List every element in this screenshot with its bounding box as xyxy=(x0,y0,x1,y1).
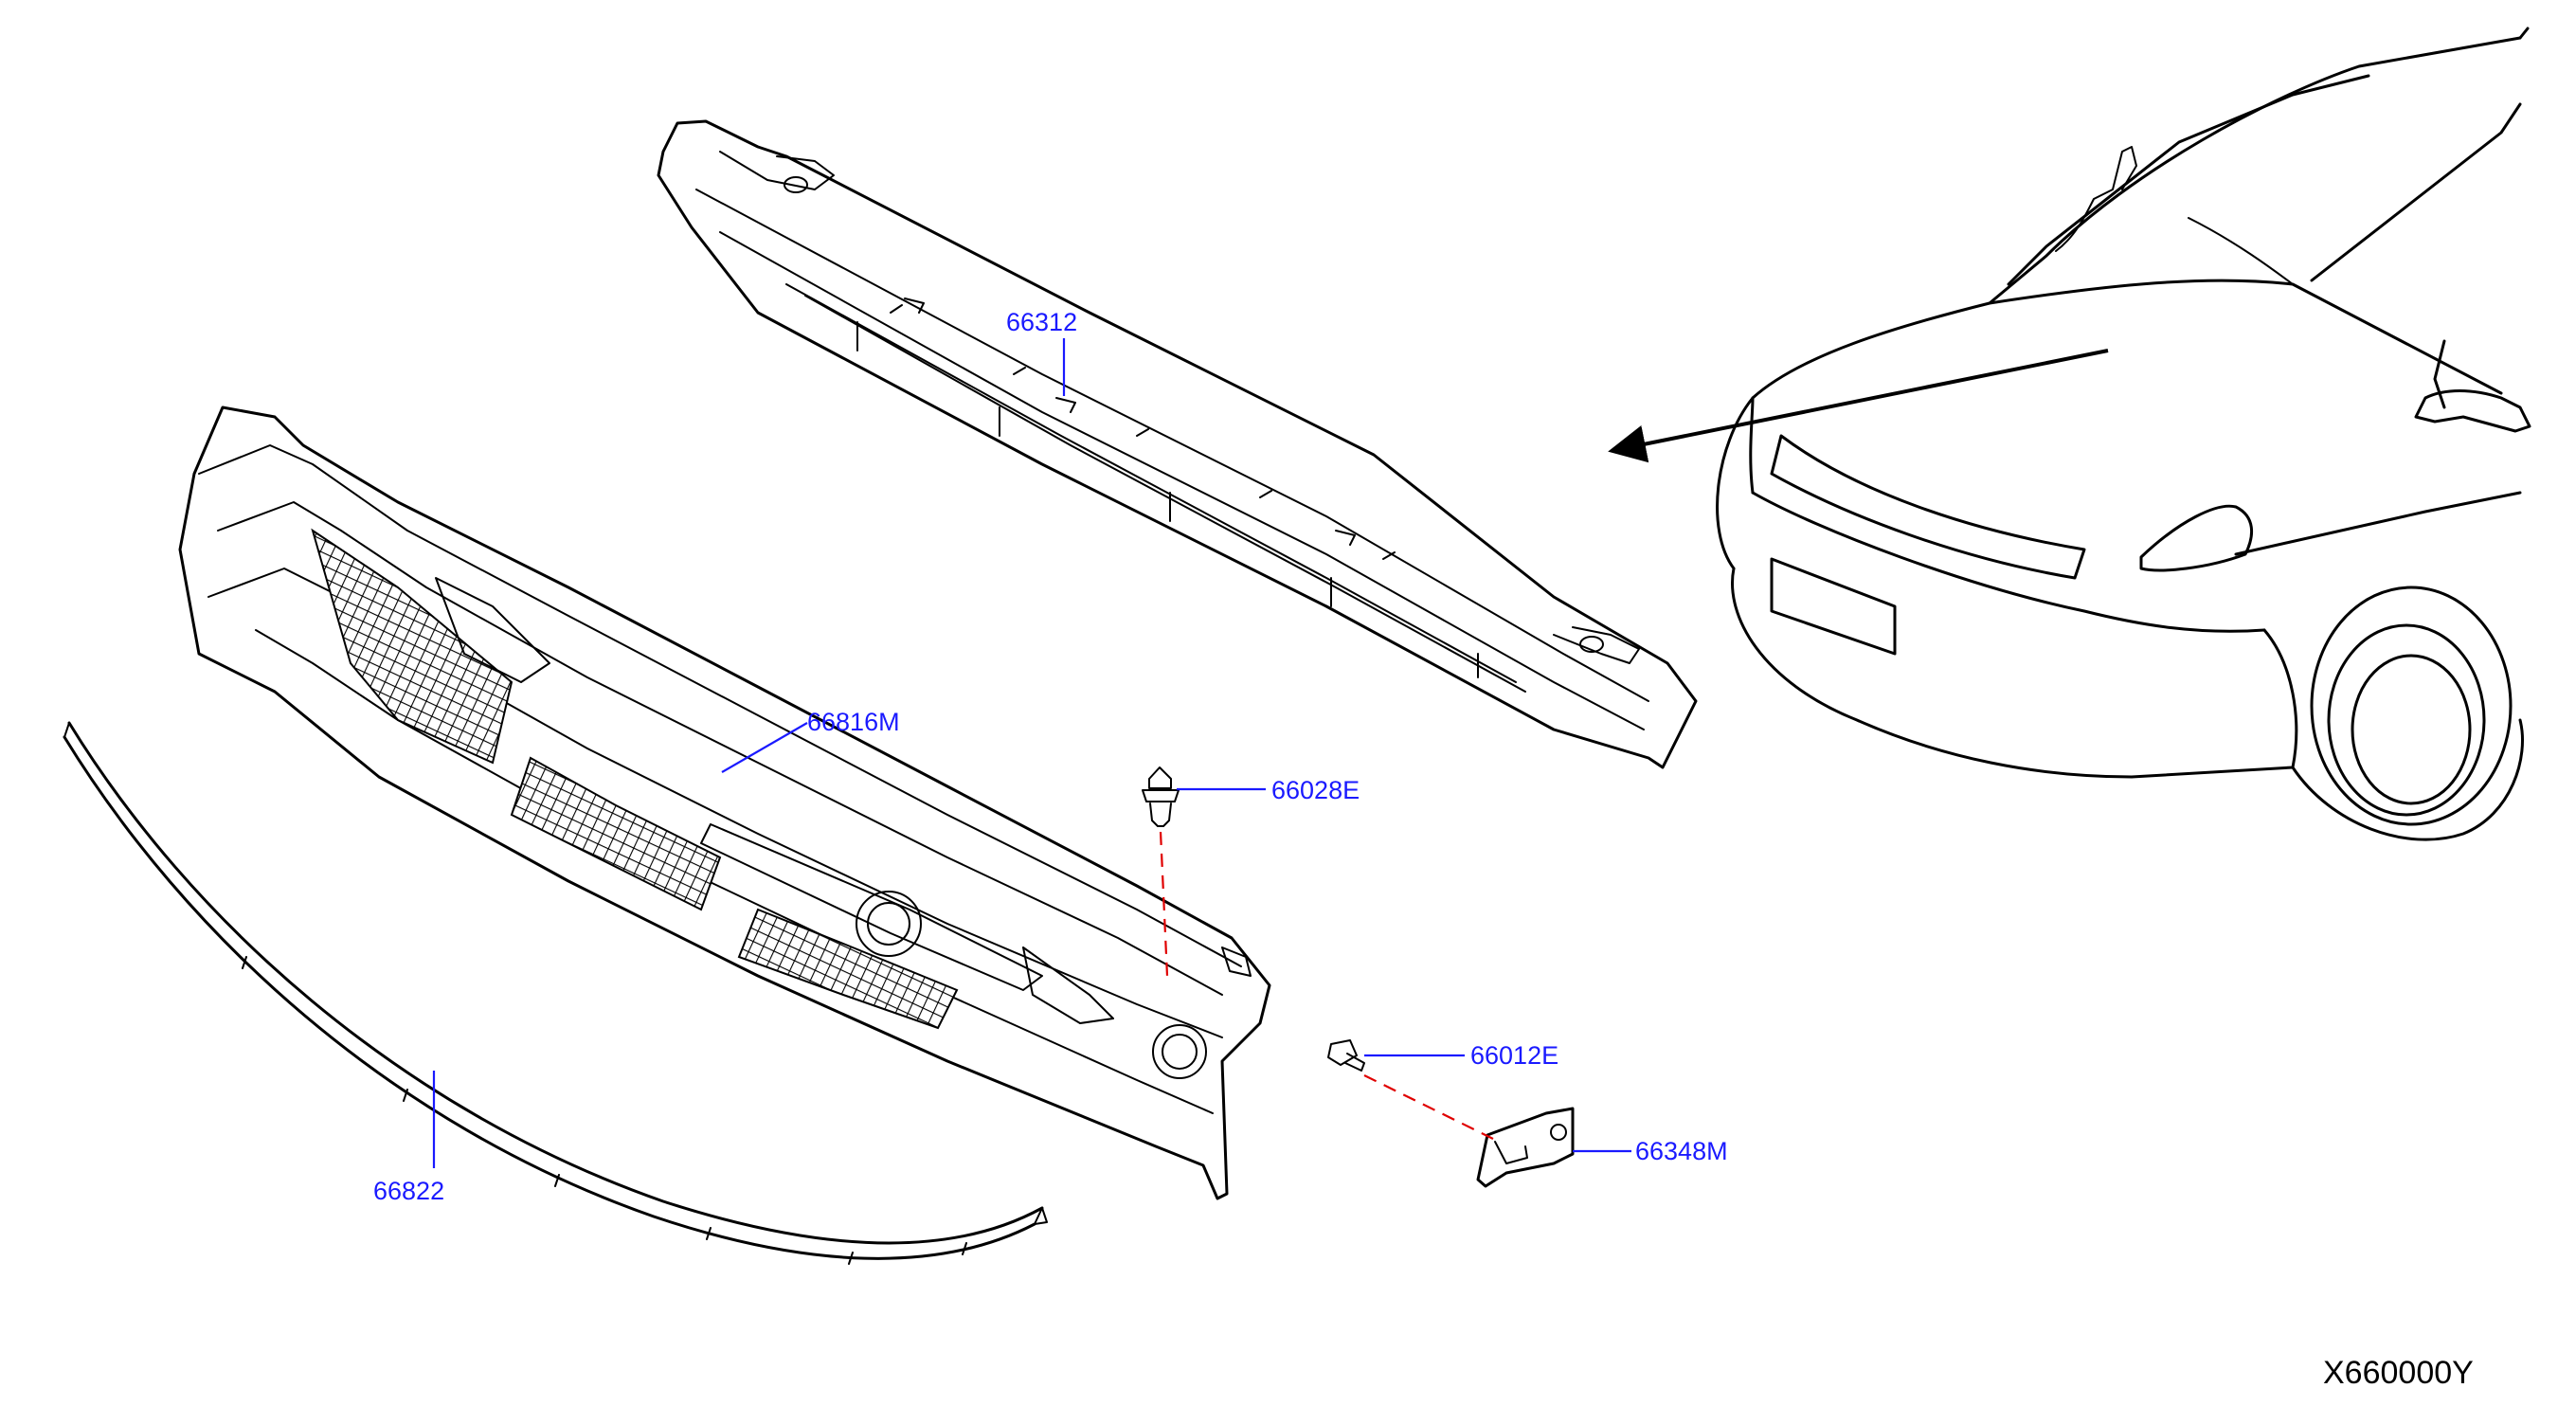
label-66012E: 66012E xyxy=(1470,1041,1558,1070)
cowl-panel-66312 xyxy=(657,119,1698,769)
diagram-code: X660000Y xyxy=(2323,1355,2474,1391)
label-66028E: 66028E xyxy=(1271,776,1360,804)
clip-66028E xyxy=(1142,766,1180,827)
leaders xyxy=(432,338,1631,1168)
label-66312: 66312 xyxy=(1006,308,1077,336)
label-66822: 66822 xyxy=(373,1177,444,1205)
cowl-top-grille-66816M xyxy=(178,406,1271,1200)
bolt-66012E xyxy=(1327,1039,1365,1072)
label-66348M: 66348M xyxy=(1635,1137,1728,1165)
bracket-66348M xyxy=(1476,1107,1575,1188)
locator-arrow xyxy=(1608,349,2109,463)
seal-66822 xyxy=(63,721,1048,1265)
car-locator-illustration xyxy=(1716,27,2531,841)
label-66816M: 66816M xyxy=(807,708,900,736)
